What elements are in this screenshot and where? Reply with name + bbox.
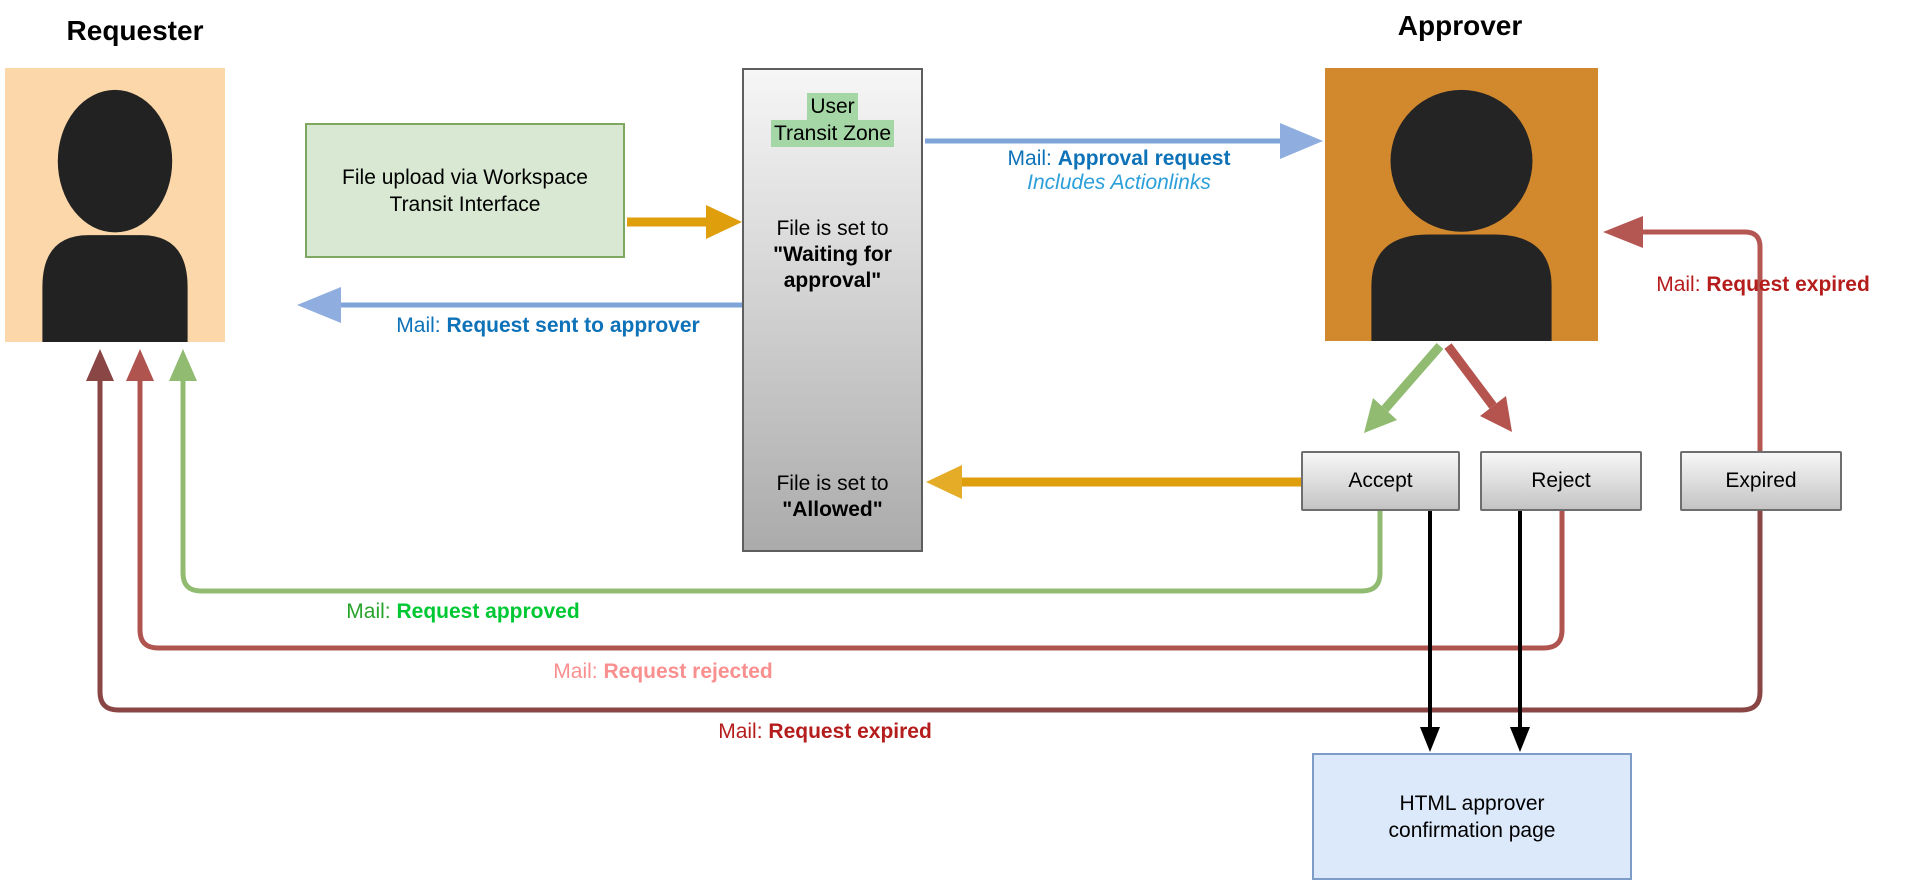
person-icon — [1371, 89, 1552, 341]
accept-confirm-arrow — [1420, 511, 1440, 752]
allowed-status-state: "Allowed" — [782, 498, 883, 521]
accept-choice-arrow — [1364, 343, 1444, 433]
upload-node: File upload via Workspace Transit Interf… — [305, 123, 625, 258]
requester-title: Requester — [66, 15, 204, 46]
requester-avatar — [5, 68, 225, 342]
mail-prefix: Mail: — [346, 600, 391, 623]
upload-node-line1: File upload via Workspace — [342, 165, 588, 189]
mail-text: Request approved — [396, 600, 580, 623]
reject-choice-arrow — [1444, 343, 1512, 432]
confirmation-page-line1: HTML approver — [1399, 791, 1545, 815]
waiting-status-prefix: File is set to — [776, 217, 889, 240]
mail-approved-label: Mail: Request approved — [346, 600, 579, 624]
mail-prefix: Mail: — [1007, 147, 1052, 170]
mail-approval-request-label: Mail: Approval request Includes Actionli… — [1008, 147, 1231, 195]
confirmation-page-node: HTML approver confirmation page — [1312, 753, 1632, 880]
expired-button-label: Expired — [1725, 469, 1797, 492]
upload-node-line2: Transit Interface — [389, 192, 541, 216]
mail-rejected-label: Mail: Request rejected — [553, 660, 772, 684]
person-icon — [42, 89, 188, 342]
accept-button-label: Accept — [1348, 469, 1413, 492]
confirmation-page-line2: confirmation page — [1388, 818, 1556, 842]
mail-expired-approver-label: Mail: Request expired — [1656, 273, 1870, 297]
upload-arrow — [627, 205, 742, 239]
expired-mail-arrow — [86, 349, 1763, 713]
transit-zone-title-line1: User — [807, 93, 858, 120]
mail-text: Approval request — [1057, 147, 1231, 170]
mail-text: Request expired — [768, 720, 932, 743]
mail-prefix: Mail: — [718, 720, 763, 743]
mail-prefix: Mail: — [553, 660, 598, 683]
approver-title: Approver — [1397, 10, 1523, 41]
allowed-status-text: File is set to "Allowed" — [744, 471, 921, 523]
mail-text: Request sent to approver — [446, 314, 700, 337]
reject-button-label: Reject — [1531, 469, 1591, 492]
reject-confirm-arrow — [1510, 511, 1530, 752]
expired-to-approver-arrow — [1603, 216, 1763, 451]
mail-note: Includes Actionlinks — [1027, 171, 1211, 194]
reject-button: Reject — [1480, 451, 1642, 511]
accept-to-transit-arrow — [926, 465, 1301, 499]
transit-zone-title-line2: Transit Zone — [770, 120, 895, 147]
mail-expired-requester-label: Mail: Request expired — [718, 720, 932, 744]
approver-avatar — [1325, 68, 1598, 341]
transit-zone: User Transit Zone File is set to "Waitin… — [742, 68, 923, 552]
mail-text: Request rejected — [603, 660, 773, 683]
mail-text: Request expired — [1706, 273, 1870, 296]
waiting-status-state: "Waiting for approval" — [773, 243, 892, 292]
waiting-status-text: File is set to "Waiting for approval" — [744, 216, 921, 294]
mail-request-sent-label: Mail: Request sent to approver — [396, 314, 699, 338]
accept-button: Accept — [1301, 451, 1460, 511]
transit-zone-title: User Transit Zone — [744, 93, 921, 147]
allowed-status-prefix: File is set to — [776, 472, 889, 495]
expired-button: Expired — [1680, 451, 1842, 511]
mail-prefix: Mail: — [396, 314, 441, 337]
mail-prefix: Mail: — [1656, 273, 1701, 296]
